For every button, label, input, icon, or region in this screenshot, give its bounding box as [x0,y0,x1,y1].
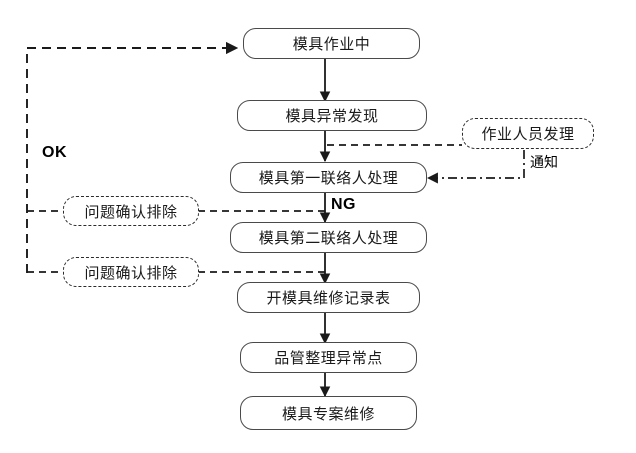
edge-label-ng-text: NG [331,196,356,213]
flow-node-first-contact-handling[interactable]: 模具第一联络人处理 [230,162,427,193]
flow-node-mold-special-project-repair[interactable]: 模具专案维修 [240,396,417,430]
edge-label-notify: 通知 [530,152,558,172]
flow-node-qc-compile-abnormal-points[interactable]: 品管整理异常点 [240,342,417,373]
flow-node-open-maintenance-record[interactable]: 开模具维修记录表 [237,282,420,313]
flow-node-mold-abnormality-found[interactable]: 模具异常发现 [237,100,427,131]
flow-node-label: 模具专案维修 [281,405,375,423]
flow-node-problem-confirmed-resolved-lower[interactable]: 问题确认排除 [63,257,199,287]
edge-label-ng: NG [331,196,356,214]
edge-label-ok-text: OK [42,144,67,161]
flow-node-second-contact-handling[interactable]: 模具第二联络人处理 [230,222,427,253]
flow-node-label: 品管整理异常点 [274,350,383,367]
flow-node-label: 开模具维修记录表 [266,290,391,307]
connector-notify-to-n3 [426,150,525,184]
connector-ok-return [26,41,239,273]
flow-node-label: 模具异常发现 [285,108,379,125]
edge-label-notify-text: 通知 [530,154,558,170]
flow-node-problem-confirmed-resolved-upper[interactable]: 问题确认排除 [63,196,199,226]
flow-node-label: 模具第一联络人处理 [258,170,399,187]
flow-node-label: 作业人员发理 [481,126,575,143]
flow-node-label: 模具作业中 [292,36,371,53]
flow-node-label: 问题确认排除 [84,203,178,221]
flow-node-label: 模具第二联络人处理 [258,230,399,247]
flow-node-mold-operating[interactable]: 模具作业中 [243,28,420,59]
flow-node-label: 问题确认排除 [84,264,178,282]
edge-label-ok: OK [42,144,67,162]
flow-node-operator-handling[interactable]: 作业人员发理 [462,118,594,149]
